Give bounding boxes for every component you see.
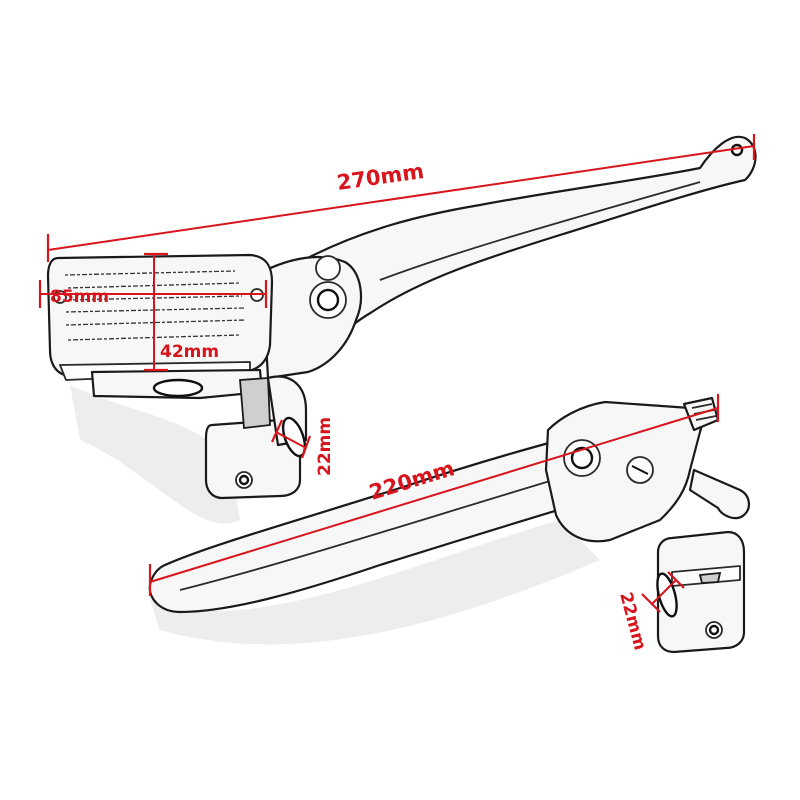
- dimension-22-top: 22mm: [270, 417, 335, 476]
- clutch-lever-assembly: [148, 396, 750, 654]
- dimension-label-22-top: 22mm: [315, 417, 335, 476]
- dimension-label-270: 270mm: [335, 159, 425, 195]
- brake-master-cylinder: [46, 135, 757, 524]
- dimension-42: 42mm: [144, 252, 219, 372]
- clutch-pivot-body: [544, 400, 703, 543]
- brake-pivot-body: [260, 256, 363, 380]
- brake-pivot-bolt: [315, 255, 341, 281]
- dimension-label-85: 85mm: [50, 287, 109, 307]
- dimension-label-22-bottom: 22mm: [615, 590, 650, 652]
- dimension-label-42: 42mm: [160, 342, 219, 362]
- brake-lever-blade: [298, 135, 757, 347]
- clutch-handlebar-clamp: [656, 530, 746, 654]
